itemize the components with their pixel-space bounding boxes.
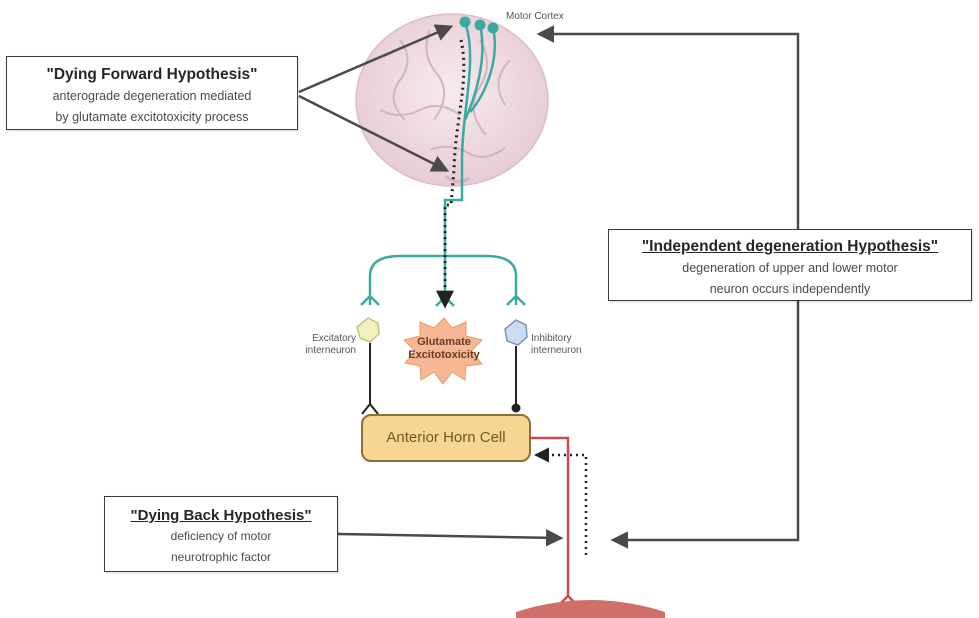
motor-cortex-label: Motor Cortex xyxy=(506,11,564,22)
independent-line2: neuron occurs independently xyxy=(709,282,871,296)
glutamate-burst xyxy=(403,317,483,385)
glutamate-excitotoxicity-label: Glutamate Excitotoxicity xyxy=(396,336,492,362)
dying-forward-line2: by glutamate excitotoxicity process xyxy=(55,110,249,124)
upper-motor-neuron xyxy=(360,21,526,307)
muscle-illustration xyxy=(516,600,665,618)
inhibitory-label-line1: Inhibitory xyxy=(531,333,572,344)
inhibitory-interneuron-label: Inhibitory interneuron xyxy=(531,333,591,357)
back-degeneration-path xyxy=(534,447,588,555)
dying-forward-line1: anterograde degeneration mediated xyxy=(52,89,252,103)
dying-back-line2: neurotrophic factor xyxy=(170,550,272,564)
dying-back-box: "Dying Back Hypothesis" deficiency of mo… xyxy=(104,496,338,572)
cortex-neuron-bodies xyxy=(459,16,499,34)
hypothesis-arrows xyxy=(298,24,800,549)
inhibitory-synapse xyxy=(511,403,521,413)
lower-motor-neuron-axon xyxy=(531,436,579,607)
excitatory-interneuron-body xyxy=(356,317,380,343)
excitatory-label-line2: interneuron xyxy=(305,345,356,356)
dying-forward-box: "Dying Forward Hypothesis" anterograde d… xyxy=(6,56,298,130)
independent-title: "Independent degeneration Hypothesis" xyxy=(641,238,939,255)
glutamate-label-line2: Excitotoxicity xyxy=(408,349,480,361)
dying-back-line1: deficiency of motor xyxy=(170,529,272,543)
dying-forward-title: "Dying Forward Hypothesis" xyxy=(46,66,258,83)
dying-back-title: "Dying Back Hypothesis" xyxy=(130,507,312,524)
glutamate-label-line1: Glutamate xyxy=(417,336,471,348)
excitatory-label-line1: Excitatory xyxy=(312,333,356,344)
brain-illustration xyxy=(355,13,549,187)
forward-degeneration-path xyxy=(436,39,466,309)
independent-line1: degeneration of upper and lower motor xyxy=(682,261,898,275)
independent-degeneration-box: "Independent degeneration Hypothesis" de… xyxy=(608,229,972,301)
inhibitory-interneuron-body xyxy=(504,319,528,346)
inhibitory-label-line2: interneuron xyxy=(531,345,582,356)
excitatory-interneuron-label: Excitatory interneuron xyxy=(300,333,356,357)
anterior-horn-cell: Anterior Horn Cell xyxy=(361,414,531,462)
interneuron-axons xyxy=(361,343,517,415)
